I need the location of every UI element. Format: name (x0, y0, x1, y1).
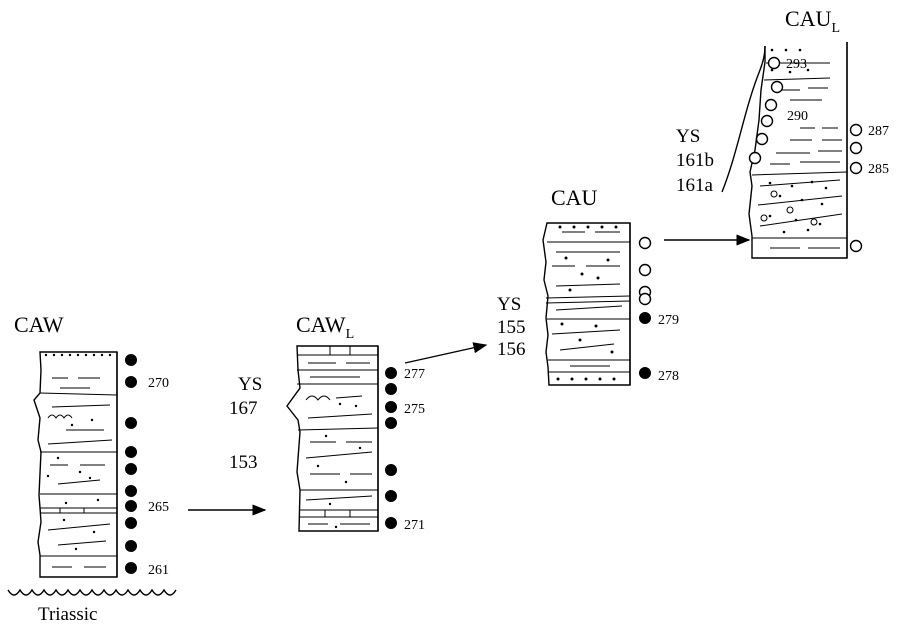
side-label: 167 (229, 398, 258, 419)
column-cau-title: CAU (551, 185, 598, 210)
side-label: 156 (497, 339, 526, 360)
column-caul-samples (750, 58, 862, 252)
column-caul: CAUL (676, 6, 889, 258)
column-cawl-title: CAWL (296, 312, 354, 342)
side-label: YS (497, 294, 521, 315)
side-label: 153 (229, 452, 258, 473)
sample-number: 285 (868, 162, 889, 177)
column-caw-lithology (34, 352, 117, 577)
sample-number: 287 (868, 124, 889, 139)
base-label: Triassic (38, 604, 97, 625)
column-cau-samples (640, 238, 651, 379)
arrow-cawl-to-cau (405, 345, 486, 363)
sample-number: 293 (786, 57, 807, 72)
sample-number: 271 (404, 518, 425, 533)
side-label: 161b (676, 150, 714, 171)
unconformity-line (8, 590, 176, 595)
side-label: YS (676, 126, 700, 147)
sample-number: 261 (148, 563, 169, 578)
sample-number: 279 (658, 313, 679, 328)
sample-number: 277 (404, 367, 425, 382)
side-label: 161a (676, 175, 714, 196)
column-cau: CAU (497, 185, 679, 385)
column-caw-title: CAW (14, 312, 64, 337)
column-cawl: CAWL (229, 312, 425, 533)
sample-number: 290 (787, 109, 808, 124)
column-cawl-samples (386, 368, 397, 529)
column-caul-title: CAUL (785, 6, 840, 36)
sample-number: 278 (658, 369, 679, 384)
column-caw: CAW (8, 312, 176, 625)
column-cau-lithology (543, 223, 630, 385)
side-label: YS (238, 374, 262, 395)
side-label: 155 (497, 317, 526, 338)
sample-number: 270 (148, 376, 169, 391)
column-caul-lithology (722, 42, 847, 258)
column-cawl-lithology (287, 346, 378, 531)
column-caw-samples (126, 355, 137, 574)
sample-number: 265 (148, 500, 169, 515)
sample-number: 275 (404, 402, 425, 417)
